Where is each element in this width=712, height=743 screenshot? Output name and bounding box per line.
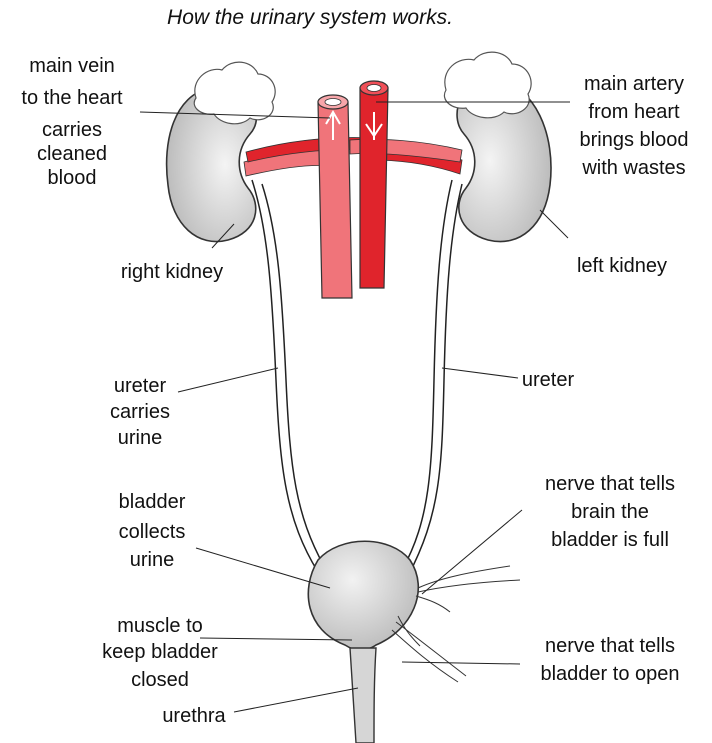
label-ureter-left: ureter carries urine — [110, 375, 170, 449]
label-main-vein-line-4: cleaned — [37, 143, 107, 165]
label-main-vein-line-1: main vein — [29, 55, 115, 77]
label-main-artery-line-3: brings blood — [580, 129, 689, 151]
urethra-tube — [349, 647, 377, 743]
label-main-vein-line-2: to the heart — [21, 87, 123, 109]
diagram-title: How the urinary system works. — [167, 6, 453, 29]
label-muscle: muscle to keep bladder closed — [102, 615, 218, 691]
label-bladder-line-3: urine — [130, 549, 174, 571]
label-nerve-full-line-2: brain the — [571, 501, 649, 523]
nerve-bundle-full — [415, 565, 521, 613]
bladder — [307, 540, 420, 743]
label-nerve-open-line-1: nerve that tells — [545, 635, 675, 657]
label-bladder: bladder collects urine — [119, 491, 186, 571]
label-main-vein-line-3: carries — [42, 119, 102, 141]
adrenal-fat-left — [443, 51, 532, 119]
label-nerve-open-line-2: bladder to open — [540, 663, 679, 685]
ureter-tube-right-kidney — [251, 179, 325, 573]
label-main-vein-line-5: blood — [48, 167, 97, 189]
label-main-artery-line-4: with wastes — [581, 157, 685, 179]
label-ureter-left-line-1: ureter — [114, 375, 167, 397]
main-vein — [317, 94, 353, 299]
ureter-tube-left-kidney — [401, 179, 463, 577]
left-kidney — [443, 51, 552, 243]
label-bladder-line-2: collects — [119, 521, 186, 543]
label-left-kidney: left kidney — [577, 255, 667, 277]
label-bladder-line-1: bladder — [119, 491, 186, 513]
label-muscle-line-2: keep bladder — [102, 641, 218, 663]
label-nerve-open: nerve that tells bladder to open — [540, 635, 679, 685]
label-nerve-full: nerve that tells brain the bladder is fu… — [545, 473, 675, 551]
renal-vessels — [243, 137, 463, 177]
main-artery — [359, 80, 389, 289]
label-ureter-left-line-2: carries — [110, 401, 170, 423]
label-main-vein: main vein to the heart carries cleaned b… — [21, 55, 123, 189]
label-main-artery-line-1: main artery — [584, 73, 684, 95]
label-muscle-line-3: closed — [131, 669, 189, 691]
label-urethra: urethra — [162, 705, 226, 727]
label-main-artery: main artery from heart brings blood with… — [580, 73, 689, 179]
nerve-bundle-open — [391, 615, 467, 683]
label-right-kidney: right kidney — [121, 261, 223, 283]
label-ureter-left-line-3: urine — [118, 427, 162, 449]
label-main-artery-line-2: from heart — [588, 101, 680, 123]
label-nerve-full-line-1: nerve that tells — [545, 473, 675, 495]
label-ureter-right: ureter — [522, 369, 575, 391]
label-muscle-line-1: muscle to — [117, 615, 203, 637]
leader-lines — [139, 101, 570, 713]
label-nerve-full-line-3: bladder is full — [551, 529, 669, 551]
